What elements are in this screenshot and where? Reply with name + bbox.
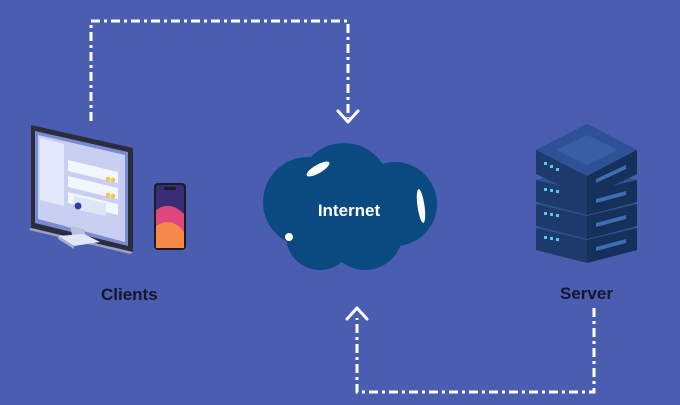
- internet-label: Internet: [317, 201, 381, 220]
- server-label: Server: [560, 284, 613, 303]
- dashed-connector-line: [89, 19, 350, 121]
- connector-server-to-internet: [345, 306, 596, 394]
- connector-clients-to-internet: [89, 19, 360, 124]
- server-stack-icon: [536, 124, 637, 263]
- arrow-down-icon: [336, 109, 360, 124]
- dashed-connector-line: [355, 308, 596, 394]
- desktop-monitor-icon: [29, 125, 133, 254]
- cloud-icon: [263, 143, 437, 270]
- arrow-up-icon: [345, 306, 369, 321]
- smartphone-icon: [154, 183, 186, 250]
- clients-label: Clients: [101, 285, 158, 304]
